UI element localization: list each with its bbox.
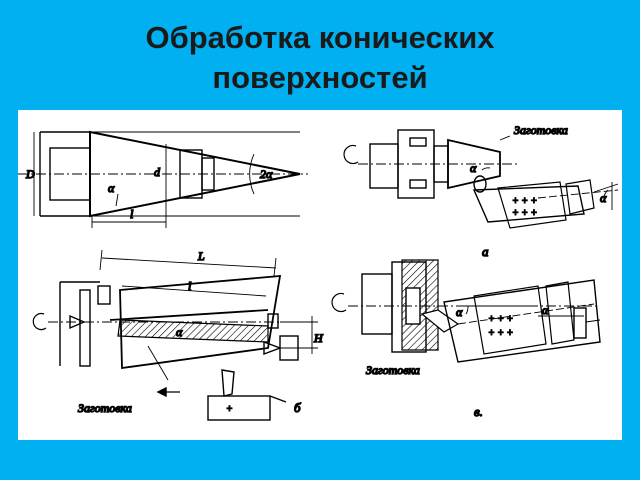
- angle-alpha-label: α: [108, 181, 115, 195]
- figure-a-compound-rest: + + + + + + α α Заготовка а: [343, 122, 619, 260]
- dimension-d-label: d: [154, 165, 161, 179]
- angle-2alpha-label: 2α: [260, 167, 273, 181]
- svg-text:+: +: [226, 404, 233, 415]
- cone-geometry-figure: D d 2α α l: [18, 130, 308, 228]
- figure-b-H-label: H: [313, 331, 324, 345]
- figure-a-slide-alpha-label: α: [600, 191, 607, 205]
- figure-b-caption: б: [294, 400, 301, 415]
- svg-text:+ + +: + + +: [512, 196, 537, 207]
- figure-c-slide-alpha-label: α: [542, 303, 549, 317]
- figure-a-alpha-label: α: [470, 161, 477, 175]
- svg-text:+ + +: + + +: [488, 314, 513, 325]
- taper-machining-diagram: D d 2α α l + + + + + +: [18, 122, 619, 421]
- svg-text:+ + +: + + +: [512, 208, 537, 219]
- title-line-2: поверхностей: [212, 60, 428, 95]
- figure-b-L-label: L: [197, 249, 205, 263]
- title-line-1: Обработка конических: [145, 20, 495, 55]
- figure-c-internal-taper: + + + + + + α α Заготовка в.: [331, 259, 601, 420]
- length-l-label: l: [130, 207, 134, 221]
- figure-c-caption: в.: [474, 404, 483, 419]
- diagram-panel: D d 2α α l + + + + + +: [18, 110, 622, 440]
- dimension-D-label: D: [25, 167, 35, 181]
- figure-a-workpiece-label: Заготовка: [514, 123, 568, 137]
- figure-a-caption: а: [482, 244, 489, 259]
- figure-b-workpiece-label: Заготовка: [78, 401, 132, 415]
- figure-c-alpha-label: α: [456, 305, 463, 319]
- svg-text:+ + +: + + +: [488, 328, 513, 339]
- slide-title: Обработка конических поверхностей: [0, 18, 640, 98]
- figure-b-alpha-label: α: [176, 325, 183, 339]
- figure-c-workpiece-label: Заготовка: [366, 363, 420, 377]
- figure-b-tailstock-offset: + L l α H Заготовка б: [32, 248, 325, 421]
- figure-b-l-label: l: [188, 279, 192, 293]
